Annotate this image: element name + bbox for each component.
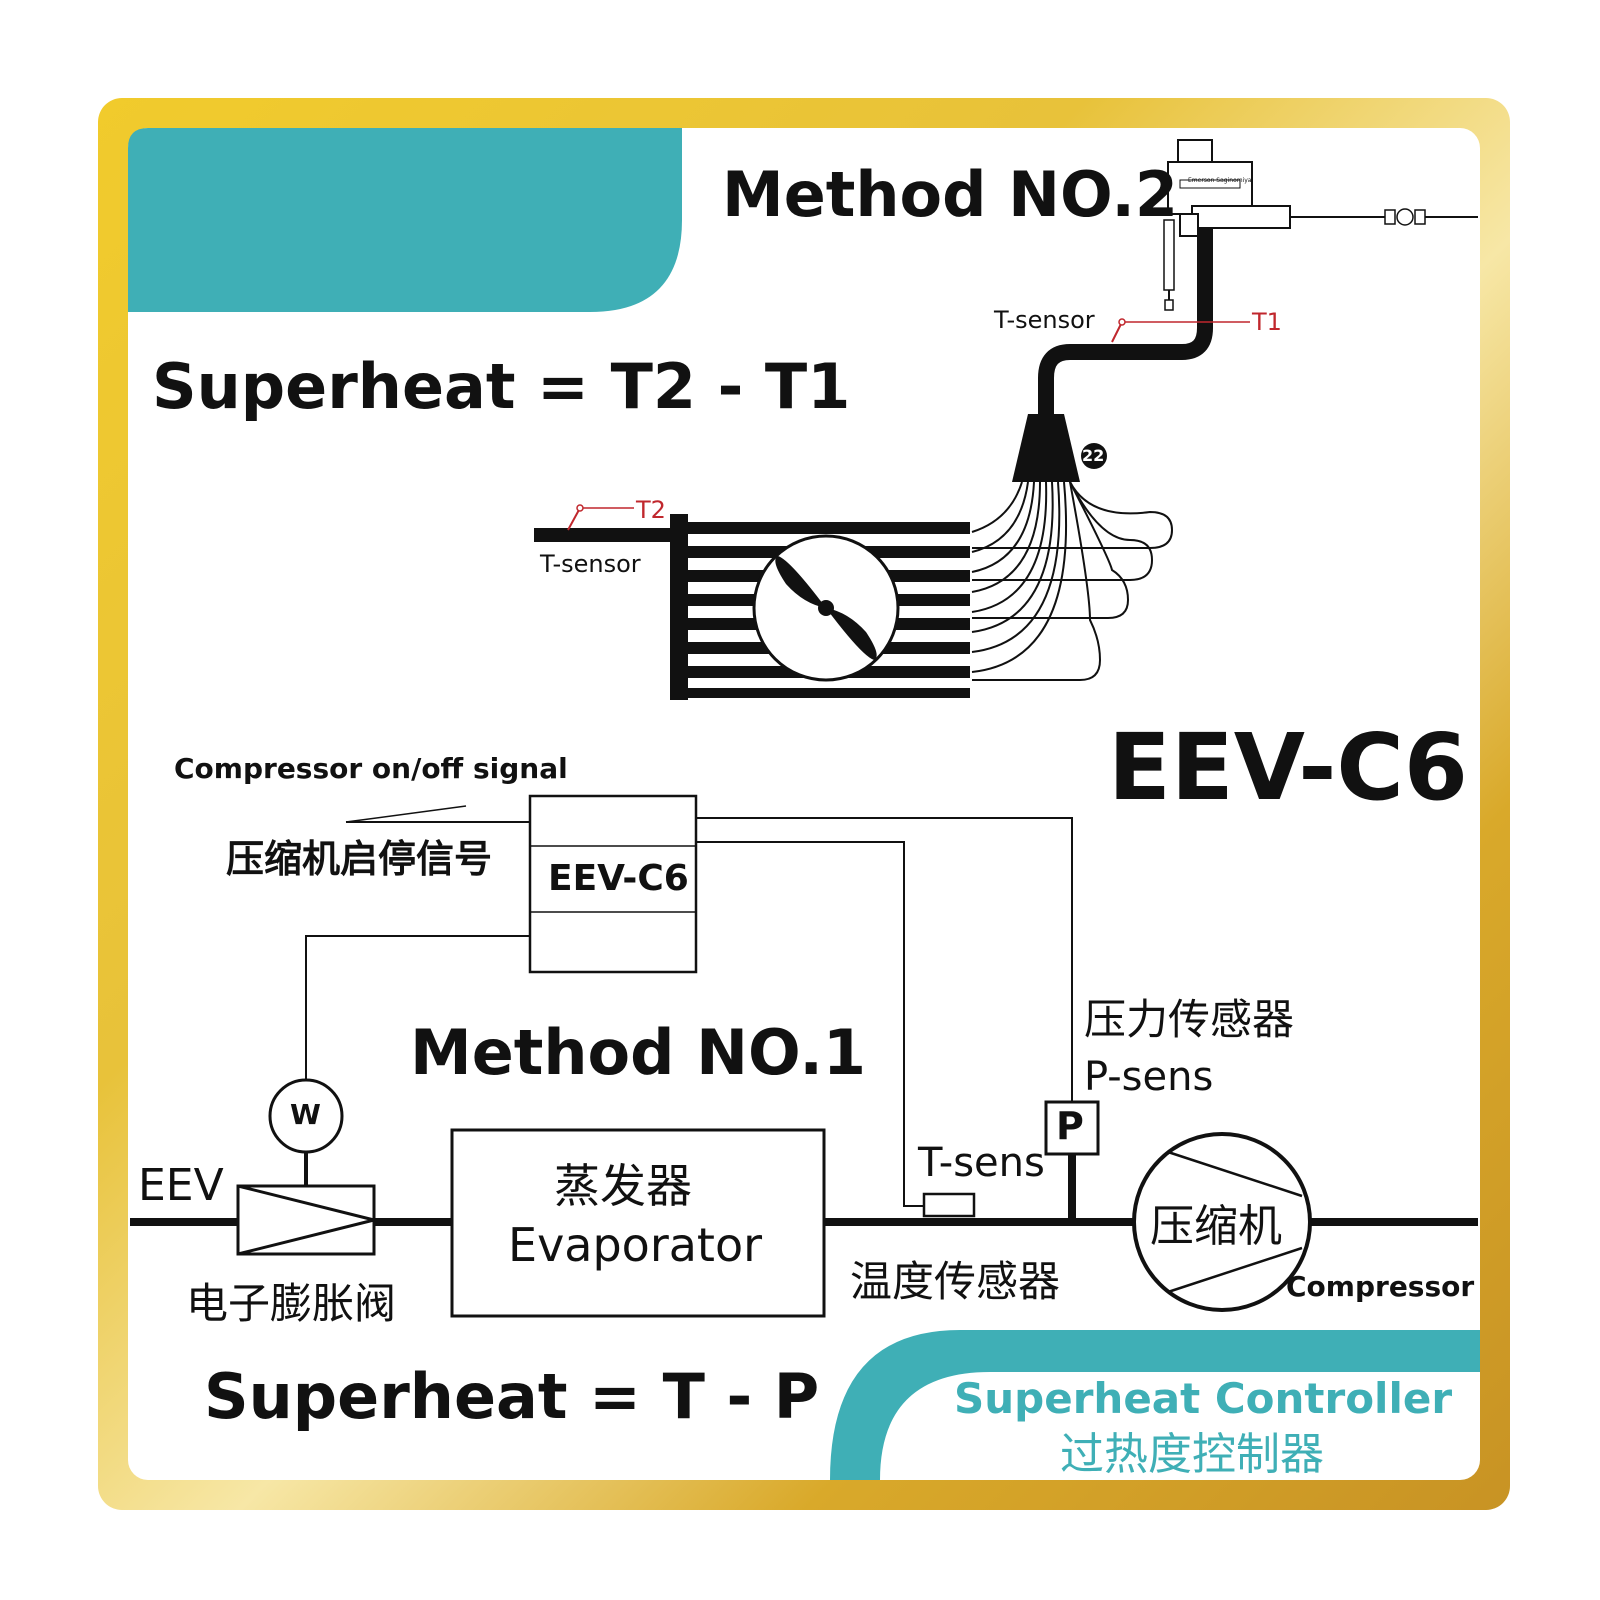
evaporator-cn: 蒸发器: [554, 1159, 692, 1213]
compressor-symbol: [1132, 1132, 1312, 1312]
t1-label: T1: [1252, 308, 1282, 336]
t1-sensor-dot: [1118, 318, 1126, 326]
method1-formula: Superheat = T - P: [204, 1360, 820, 1433]
controller-box: [528, 794, 698, 974]
temp-sensor-cn: 温度传感器: [850, 1257, 1061, 1306]
compressor-en: Compressor: [1286, 1270, 1475, 1303]
p-symbol: P: [1056, 1104, 1084, 1148]
t2-sensor-lead: [567, 507, 581, 531]
pressure-sensor-en: P-sens: [1084, 1054, 1214, 1100]
fan-icon: [752, 534, 900, 682]
t-sens-label: T-sens: [918, 1140, 1045, 1186]
compressor-signal-en: Compressor on/off signal: [174, 752, 568, 785]
compressor-signal-cn: 压缩机启停信号: [226, 837, 493, 881]
teal-top-banner: [128, 128, 682, 312]
brand-title-en: Superheat Controller: [954, 1374, 1453, 1423]
pressure-sensor-box: [1044, 1100, 1100, 1156]
t2-label: T2: [636, 496, 666, 524]
signal-switch: [345, 805, 467, 823]
distributor-badge-label: 22: [1082, 446, 1105, 465]
t-sensor-left-label: T-sensor: [540, 550, 641, 578]
w-symbol: W: [290, 1098, 321, 1131]
pressure-sensor-cn: 压力传感器: [1084, 995, 1295, 1044]
method1-title: Method NO.1: [410, 1016, 867, 1089]
distributor-cone: [1012, 414, 1080, 482]
compressor-cn: 压缩机: [1150, 1201, 1282, 1252]
wire-to-tsens: [696, 841, 924, 1207]
teal-bottom-arc: [830, 1330, 1480, 1480]
product-name: EEV-C6: [1108, 714, 1468, 821]
method2-formula: Superheat = T2 - T1: [152, 350, 851, 423]
evaporator-box: [450, 1128, 826, 1318]
distributor-tubes: [971, 481, 1174, 681]
t-sensor-top-label: T-sensor: [994, 306, 1095, 334]
eev-valve-symbol: [236, 1184, 376, 1256]
eev-cn: 电子膨胀阀: [186, 1279, 397, 1328]
t2-sensor-dot: [576, 504, 584, 512]
eev-valve-illustration: [1163, 139, 1478, 311]
controller-label: EEV-C6: [548, 858, 689, 899]
wire-to-eev: [305, 935, 530, 1090]
liquid-pipe: [1038, 228, 1213, 418]
method2-title: Method NO.2: [722, 158, 1179, 231]
evaporator-en: Evaporator: [508, 1218, 763, 1272]
distributor-badge: [1081, 443, 1107, 469]
temp-sensor-block: [922, 1192, 976, 1218]
brand-title-cn: 过热度控制器: [1060, 1429, 1324, 1480]
eev-label: EEV: [138, 1160, 224, 1211]
wire-to-pressure: [696, 817, 1073, 1102]
valve-brand-label: Emerson Saginomiya: [1188, 177, 1252, 184]
